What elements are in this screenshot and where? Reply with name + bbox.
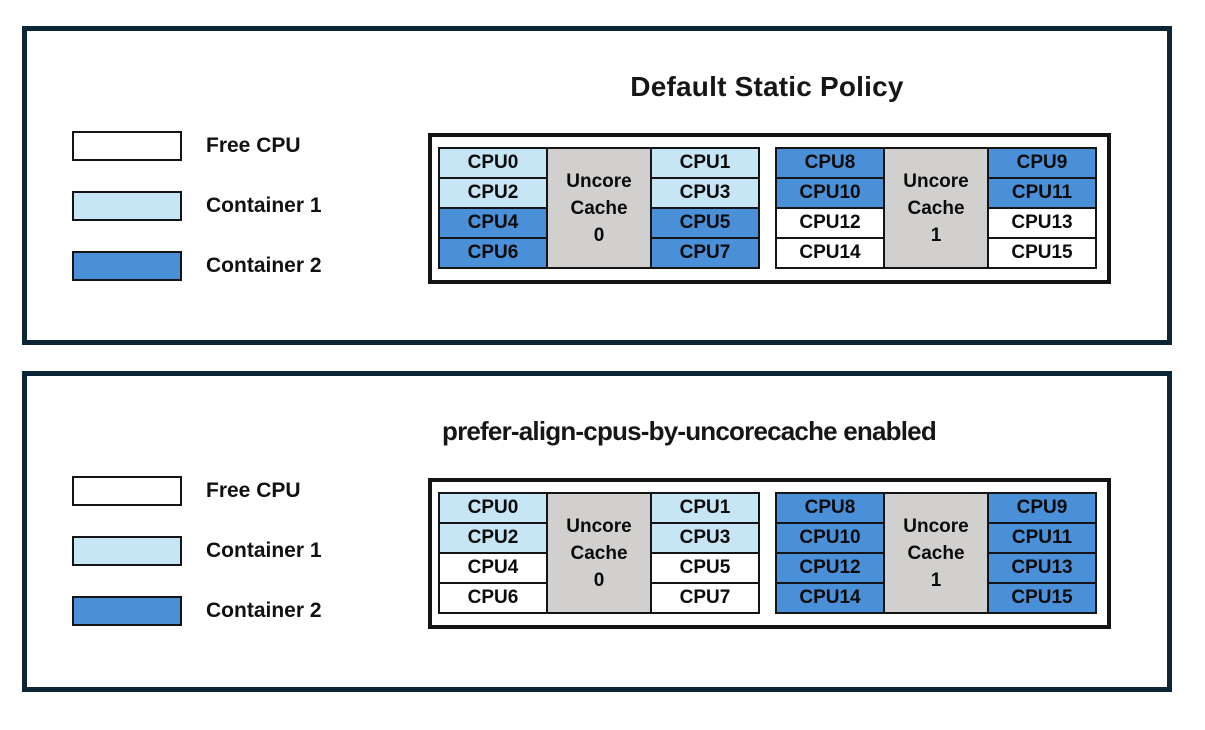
uncore-cache-label-line: Uncore [566,515,632,537]
cpu-cell-cpu11: CPU11 [989,524,1095,552]
cpu-cell-cpu6: CPU6 [440,584,546,612]
panel-title: prefer-align-cpus-by-uncorecache enabled [442,416,937,446]
uncore-cache-label-line: Uncore [903,515,969,537]
cpu-cell-cpu7: CPU7 [652,584,758,612]
cpu-cell-cpu15: CPU15 [989,239,1095,267]
uncore-cache-label-line: Cache [570,542,628,564]
uncore-cache-label-line: Cache [907,197,965,219]
uncore-cache-label-line: 0 [593,224,605,246]
cpu-cell-cpu15: CPU15 [989,584,1095,612]
legend-label: Container 1 [206,539,322,562]
cpu-cell-cpu8: CPU8 [777,494,883,522]
legend-row-container1: Container 1 [72,536,322,566]
cpu-cell-cpu7: CPU7 [652,239,758,267]
cpu-cell-cpu14: CPU14 [777,584,883,612]
uncore-cache-label-line: Cache [907,542,965,564]
uncore-cache-label-line: Uncore [566,170,632,192]
panel-title: Default Static Policy [630,71,904,102]
cpu-cell-cpu6: CPU6 [440,239,546,267]
uncore-cache-label-line: Uncore [903,170,969,192]
legend-row-container2: Container 2 [72,596,322,626]
legend-label: Container 1 [206,194,322,217]
legend-row-container2: Container 2 [72,251,322,281]
cpu-cell-cpu12: CPU12 [777,209,883,237]
cpu-cell-cpu0: CPU0 [440,149,546,177]
cpu-cell-cpu3: CPU3 [652,179,758,207]
legend-row-free: Free CPU [72,476,322,506]
cpu-cell-cpu9: CPU9 [989,149,1095,177]
legend-swatch-free [72,476,182,506]
cpu-cell-cpu3: CPU3 [652,524,758,552]
cpu-cell-cpu9: CPU9 [989,494,1095,522]
legend-label: Container 2 [206,254,322,277]
cpu-cell-cpu5: CPU5 [652,554,758,582]
uncore-cache-label-line: 0 [593,569,605,591]
cpu-cell-cpu10: CPU10 [777,524,883,552]
legend-swatch-container2 [72,251,182,281]
cpu-cell-cpu2: CPU2 [440,524,546,552]
legend-label: Free CPU [206,479,301,502]
cpu-cell-cpu10: CPU10 [777,179,883,207]
cpu-cell-cpu8: CPU8 [777,149,883,177]
cpu-cell-cpu1: CPU1 [652,494,758,522]
cpu-cell-cpu13: CPU13 [989,554,1095,582]
cpu-cell-cpu2: CPU2 [440,179,546,207]
legend-label: Container 2 [206,599,322,622]
cpu-cell-cpu11: CPU11 [989,179,1095,207]
uncore-cache-label-line: 1 [930,569,942,591]
legend-label: Free CPU [206,134,301,157]
legend: Free CPU Container 1 Container 2 [72,476,322,656]
cpu-cell-cpu14: CPU14 [777,239,883,267]
cpu-cell-cpu12: CPU12 [777,554,883,582]
cpu-cell-cpu0: CPU0 [440,494,546,522]
legend-swatch-container1 [72,191,182,221]
legend-swatch-free [72,131,182,161]
uncore-cache-label-line: 1 [930,224,942,246]
cpu-cell-cpu4: CPU4 [440,209,546,237]
cpu-cell-cpu5: CPU5 [652,209,758,237]
legend-swatch-container1 [72,536,182,566]
cpu-cell-cpu1: CPU1 [652,149,758,177]
panel-default-static-policy: Default Static Policy Free CPU Container … [22,26,1172,345]
legend-swatch-container2 [72,596,182,626]
legend: Free CPU Container 1 Container 2 [72,131,322,311]
legend-row-free: Free CPU [72,131,322,161]
uncore-cache-label-line: Cache [570,197,628,219]
legend-row-container1: Container 1 [72,191,322,221]
cpu-cell-cpu4: CPU4 [440,554,546,582]
cpu-cell-cpu13: CPU13 [989,209,1095,237]
panel-prefer-align-uncorecache: prefer-align-cpus-by-uncorecache enabled… [22,371,1172,692]
